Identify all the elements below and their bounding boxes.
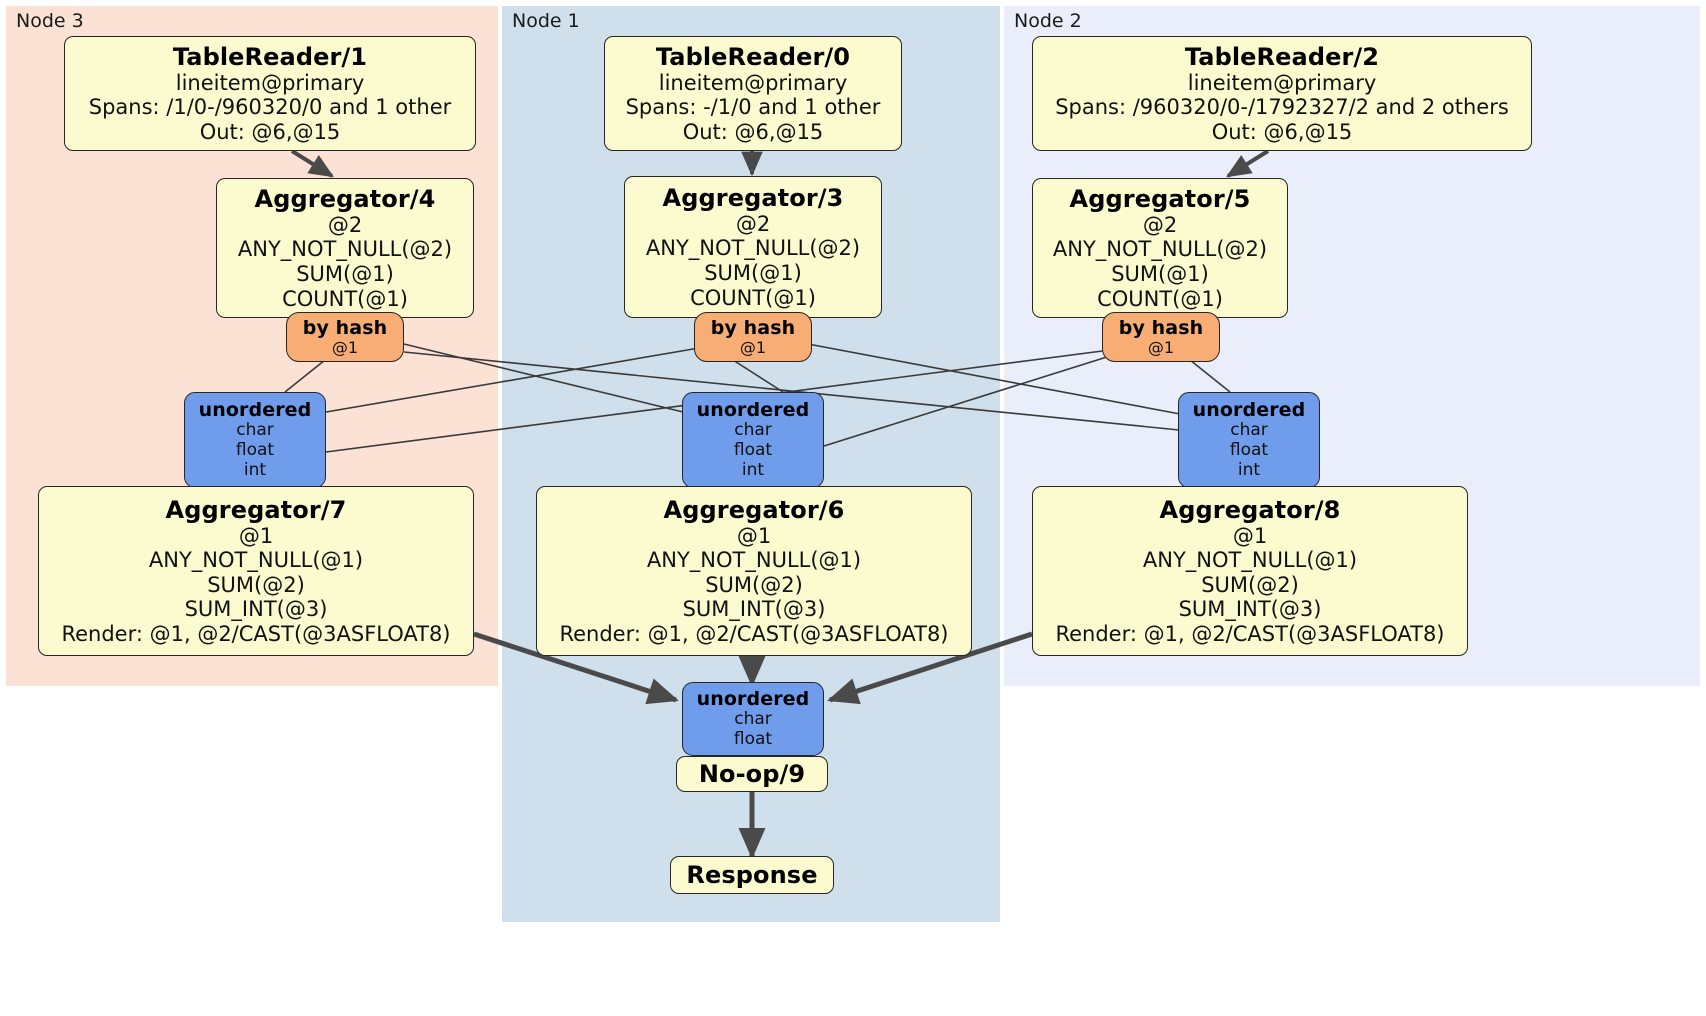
synchronizer-unordered-center-line-0: char <box>734 420 772 441</box>
processor-aggregator-6[interactable]: Aggregator/6 @1 ANY_NOT_NULL(@1) SUM(@2)… <box>536 486 972 656</box>
tablereader-0-title: TableReader/0 <box>655 42 851 71</box>
tablereader-0-line-2: Out: @6,@15 <box>682 119 824 144</box>
processor-aggregator-7[interactable]: Aggregator/7 @1 ANY_NOT_NULL(@1) SUM(@2)… <box>38 486 474 656</box>
router-by-hash-right[interactable]: by hash @1 <box>1102 312 1220 362</box>
aggregator-8-line-2: SUM(@2) <box>1201 572 1299 597</box>
synchronizer-unordered-final-line-0: char <box>734 709 772 730</box>
aggregator-5-line-3: COUNT(@1) <box>1097 286 1223 311</box>
synchronizer-unordered-center-title: unordered <box>696 399 810 422</box>
aggregator-3-line-3: COUNT(@1) <box>690 285 816 310</box>
aggregator-7-line-3: SUM_INT(@3) <box>184 597 328 622</box>
aggregator-3-line-0: @2 <box>735 211 771 236</box>
processor-aggregator-8[interactable]: Aggregator/8 @1 ANY_NOT_NULL(@1) SUM(@2)… <box>1032 486 1468 656</box>
synchronizer-unordered-left-line-1: float <box>235 440 275 461</box>
synchronizer-unordered-center[interactable]: unordered char float int <box>682 392 824 488</box>
router-by-hash-left-title: by hash <box>302 316 388 339</box>
synchronizer-unordered-left-line-0: char <box>236 420 274 441</box>
aggregator-6-line-4: Render: @1, @2/CAST(@3ASFLOAT8) <box>559 621 949 646</box>
tablereader-2-title: TableReader/2 <box>1184 42 1380 71</box>
tablereader-2-line-1: Spans: /960320/0-/1792327/2 and 2 others <box>1055 95 1509 120</box>
tablereader-1-title: TableReader/1 <box>172 42 368 71</box>
aggregator-7-line-2: SUM(@2) <box>207 572 305 597</box>
processor-aggregator-3[interactable]: Aggregator/3 @2 ANY_NOT_NULL(@2) SUM(@1)… <box>624 176 882 318</box>
response-title: Response <box>686 860 818 889</box>
router-by-hash-left[interactable]: by hash @1 <box>286 312 404 362</box>
aggregator-5-line-2: SUM(@1) <box>1111 262 1209 287</box>
synchronizer-unordered-left-title: unordered <box>198 399 312 422</box>
processor-tablereader-1[interactable]: TableReader/1 lineitem@primary Spans: /1… <box>64 36 476 151</box>
aggregator-5-line-1: ANY_NOT_NULL(@2) <box>1052 237 1268 262</box>
aggregator-4-title: Aggregator/4 <box>254 184 436 213</box>
tablereader-2-line-0: lineitem@primary <box>1187 70 1377 95</box>
aggregator-4-line-0: @2 <box>327 212 363 237</box>
aggregator-8-line-3: SUM_INT(@3) <box>1178 597 1322 622</box>
tablereader-1-line-0: lineitem@primary <box>175 70 365 95</box>
synchronizer-unordered-right[interactable]: unordered char float int <box>1178 392 1320 488</box>
aggregator-5-line-0: @2 <box>1142 212 1178 237</box>
synchronizer-unordered-final-line-1: float <box>733 729 773 750</box>
synchronizer-unordered-final[interactable]: unordered char float <box>682 682 824 756</box>
aggregator-7-line-4: Render: @1, @2/CAST(@3ASFLOAT8) <box>61 621 451 646</box>
synchronizer-unordered-right-title: unordered <box>1192 399 1306 422</box>
aggregator-8-line-0: @1 <box>1232 523 1268 548</box>
aggregator-7-line-1: ANY_NOT_NULL(@1) <box>148 548 364 573</box>
aggregator-7-line-0: @1 <box>238 523 274 548</box>
tablereader-0-line-0: lineitem@primary <box>658 70 848 95</box>
aggregator-8-line-4: Render: @1, @2/CAST(@3ASFLOAT8) <box>1055 621 1445 646</box>
processor-aggregator-4[interactable]: Aggregator/4 @2 ANY_NOT_NULL(@2) SUM(@1)… <box>216 178 474 318</box>
router-by-hash-center[interactable]: by hash @1 <box>694 312 812 362</box>
processor-aggregator-5[interactable]: Aggregator/5 @2 ANY_NOT_NULL(@2) SUM(@1)… <box>1032 178 1288 318</box>
aggregator-3-line-2: SUM(@1) <box>704 261 802 286</box>
aggregator-6-line-0: @1 <box>736 523 772 548</box>
processor-tablereader-0[interactable]: TableReader/0 lineitem@primary Spans: -/… <box>604 36 902 151</box>
aggregator-6-title: Aggregator/6 <box>663 495 845 524</box>
router-by-hash-center-line-0: @1 <box>739 337 767 357</box>
aggregator-8-line-1: ANY_NOT_NULL(@1) <box>1142 548 1358 573</box>
synchronizer-unordered-right-line-0: char <box>1230 420 1268 441</box>
synchronizer-unordered-right-line-1: float <box>1229 440 1269 461</box>
aggregator-3-line-1: ANY_NOT_NULL(@2) <box>645 236 861 261</box>
aggregator-5-title: Aggregator/5 <box>1069 184 1251 213</box>
noop-9-title: No-op/9 <box>698 759 806 788</box>
processor-tablereader-2[interactable]: TableReader/2 lineitem@primary Spans: /9… <box>1032 36 1532 151</box>
tablereader-0-line-1: Spans: -/1/0 and 1 other <box>625 95 881 120</box>
panel-node-2-label: Node 2 <box>1014 10 1082 32</box>
synchronizer-unordered-center-line-2: int <box>741 460 765 481</box>
aggregator-4-line-2: SUM(@1) <box>296 262 394 287</box>
aggregator-4-line-1: ANY_NOT_NULL(@2) <box>237 237 453 262</box>
router-by-hash-right-title: by hash <box>1118 316 1204 339</box>
panel-node-1-label: Node 1 <box>512 10 580 32</box>
synchronizer-unordered-left[interactable]: unordered char float int <box>184 392 326 488</box>
aggregator-6-line-1: ANY_NOT_NULL(@1) <box>646 548 862 573</box>
aggregator-4-line-3: COUNT(@1) <box>282 286 408 311</box>
processor-noop-9[interactable]: No-op/9 <box>676 756 828 792</box>
tablereader-2-line-2: Out: @6,@15 <box>1211 119 1353 144</box>
router-by-hash-center-title: by hash <box>710 316 796 339</box>
aggregator-6-line-2: SUM(@2) <box>705 572 803 597</box>
aggregator-3-title: Aggregator/3 <box>662 183 844 212</box>
aggregator-8-title: Aggregator/8 <box>1159 495 1341 524</box>
synchronizer-unordered-right-line-2: int <box>1237 460 1261 481</box>
aggregator-7-title: Aggregator/7 <box>165 495 347 524</box>
tablereader-1-line-1: Spans: /1/0-/960320/0 and 1 other <box>88 95 452 120</box>
panel-node-3-label: Node 3 <box>16 10 84 32</box>
synchronizer-unordered-center-line-1: float <box>733 440 773 461</box>
aggregator-6-line-3: SUM_INT(@3) <box>682 597 826 622</box>
router-by-hash-left-line-0: @1 <box>331 337 359 357</box>
synchronizer-unordered-final-title: unordered <box>696 688 810 711</box>
router-by-hash-right-line-0: @1 <box>1147 337 1175 357</box>
synchronizer-unordered-left-line-2: int <box>243 460 267 481</box>
tablereader-1-line-2: Out: @6,@15 <box>199 119 341 144</box>
processor-response[interactable]: Response <box>670 856 834 894</box>
